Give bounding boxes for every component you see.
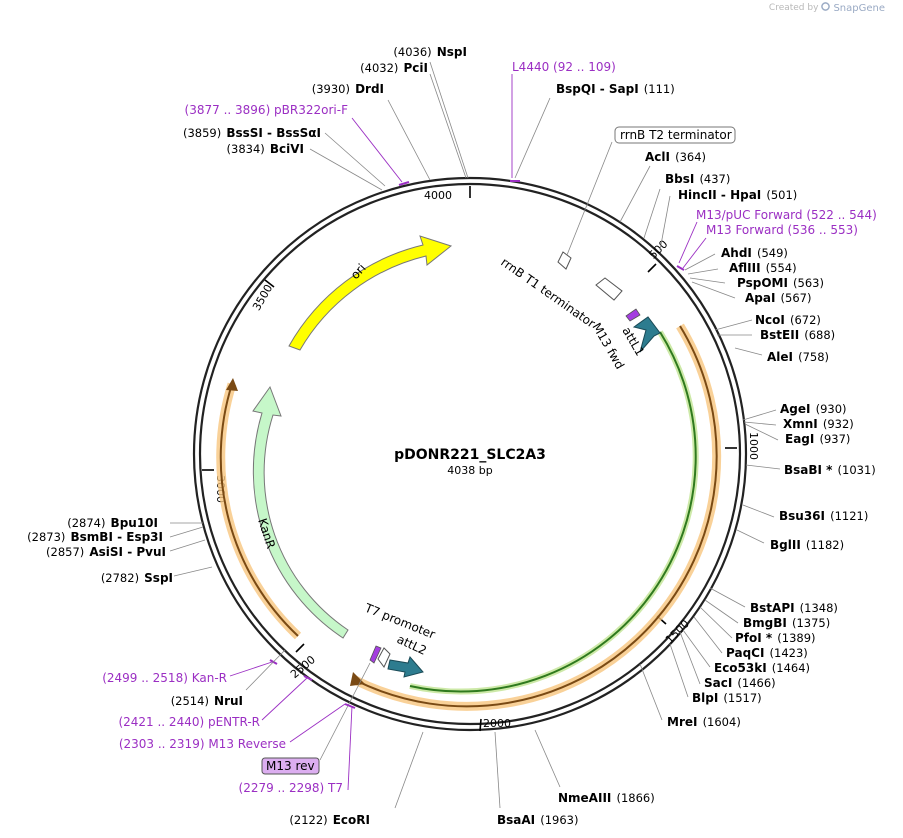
site-label-34: (2782) SspI: [101, 567, 173, 586]
snapgene-logo-icon: [821, 2, 831, 14]
primer-label-2: M13/pUC Forward (522 .. 544): [696, 208, 877, 222]
orf-arrowhead-left: [226, 378, 238, 391]
site-label-20: Bsu36I (1121): [779, 505, 868, 524]
site-label-37: (2874) Bpu10I: [67, 512, 158, 531]
site-label-11: PspOMI (563): [737, 272, 824, 291]
site-label-1: (4032) PciI: [360, 57, 428, 76]
primer-label-6: (2303 .. 2319) M13 Reverse: [119, 737, 286, 751]
site-label-32: (2122) EcoRI: [289, 809, 370, 828]
m13-rev-feature: [369, 645, 382, 664]
rrnb-t2-label: rrnB T2 terminator: [620, 128, 732, 142]
site-label-2: (3930) DrdI: [312, 78, 384, 97]
site-label-24: PfoI * (1389): [735, 627, 816, 646]
attl1-feature: [632, 316, 661, 353]
tick-label-1500: 1500: [663, 617, 692, 646]
site-label-18: EagI (937): [785, 428, 850, 447]
tick-label-3500: 3500: [250, 282, 275, 313]
rrnb-t2-box: [614, 126, 736, 144]
site-label-31: BsaAI (1963): [497, 809, 578, 828]
site-label-0: (4036) NspI: [393, 41, 467, 60]
m13-fwd-feature: [625, 308, 641, 322]
site-label-21: BglII (1182): [770, 534, 844, 553]
ori-feature: [288, 235, 453, 351]
site-leaders: [169, 61, 781, 809]
site-label-36: (2873) BsmBI - Esp3I: [27, 526, 163, 545]
primer-label-3: M13 Forward (536 .. 553): [706, 223, 858, 237]
primer-label-7: (2279 .. 2298) T7: [239, 781, 343, 795]
site-label-17: XmnI (932): [783, 413, 854, 432]
site-label-7: BbsI (437): [665, 168, 730, 187]
primer-marks: [269, 180, 685, 709]
tick-label-1000: 1000: [747, 432, 760, 460]
site-label-6: AclI (364): [645, 146, 706, 165]
t7-promoter-feature: [377, 647, 391, 668]
site-label-35: (2857) AsiSI - PvuI: [46, 541, 166, 560]
backbone-outer-ring: [192, 176, 748, 732]
site-label-27: SacI (1466): [704, 672, 776, 691]
site-label-4: (3834) BciVI: [227, 138, 304, 157]
orf-arrowhead-right: [350, 672, 365, 686]
restriction-site-labels: (4036) NspI(4032) PciI (3930) DrdI (3859) …: [27, 41, 877, 828]
site-label-8: HincII - HpaI (501): [678, 184, 797, 203]
site-label-15: AleI (758): [767, 346, 829, 365]
orf-strand-left: [219, 383, 299, 637]
kanr-label: KanR: [255, 517, 278, 551]
orf-highlight-inner: [409, 330, 699, 695]
tick-label-2000: 2000: [483, 717, 511, 730]
primer-label-1: (3877 .. 3896) pBR322ori-F: [185, 103, 349, 117]
kanr-feature: [252, 385, 349, 639]
site-label-16: AgeI (930): [780, 398, 847, 417]
primer-leaders: [229, 74, 707, 791]
site-label-23: BmgBI (1375): [743, 612, 830, 631]
m13-fwd-label: M13 fwd: [589, 321, 627, 372]
tick-label-4000: 4000: [424, 189, 452, 202]
m13-rev-leader: [319, 662, 371, 761]
primer-label-0: L4440 (92 .. 109): [512, 60, 616, 74]
rrnb-t1-label: rrnB T1 terminator: [498, 255, 598, 331]
plasmid-size: 4038 bp: [447, 464, 492, 477]
snapgene-credit: Created by SnapGene: [769, 2, 885, 14]
site-label-19: BsaBI * (1031): [784, 459, 876, 478]
site-label-3: (3859) BssSI - BssSαI: [183, 122, 321, 141]
backbone-inner-ring: [198, 182, 742, 726]
site-label-5: BspQI - SapI (111): [556, 78, 675, 97]
credit-brand: SnapGene: [833, 2, 885, 14]
tick-label-500: 500: [646, 238, 670, 262]
site-label-12: ApaI (567): [745, 287, 811, 306]
site-label-13: NcoI (672): [755, 309, 821, 328]
rrnb-t2-leader: [566, 141, 613, 256]
site-label-33: (2514) NruI: [171, 690, 243, 709]
orf-strand-right: [354, 325, 718, 708]
site-label-25: PaqCI (1423): [726, 642, 808, 661]
site-label-9: AhdI (549): [721, 242, 788, 261]
site-label-29: MreI (1604): [667, 711, 741, 730]
rrnb-t2-feature: [557, 251, 572, 270]
site-label-26: Eco53kI (1464): [714, 657, 810, 676]
attl2-feature: [387, 656, 424, 678]
m13-rev-box: [261, 757, 320, 775]
primer-label-5: (2421 .. 2440) pENTR-R: [118, 715, 260, 729]
plasmid-name: pDONR221_SLC2A3: [394, 447, 546, 463]
primer-label-4: (2499 .. 2518) Kan-R: [102, 671, 227, 685]
site-label-28: BlpI (1517): [692, 687, 762, 706]
orf-strand-inner: [409, 331, 697, 693]
credit-text: Created by: [768, 3, 819, 13]
site-label-14: BstEII (688): [760, 324, 835, 343]
m13-rev-label: M13 rev: [266, 759, 315, 773]
site-label-30: NmeAIII (1866): [558, 787, 655, 806]
site-label-10: AflIII (554): [729, 257, 797, 276]
rrnb-t1-feature: [595, 277, 623, 301]
site-label-22: BstAPI (1348): [750, 597, 838, 616]
